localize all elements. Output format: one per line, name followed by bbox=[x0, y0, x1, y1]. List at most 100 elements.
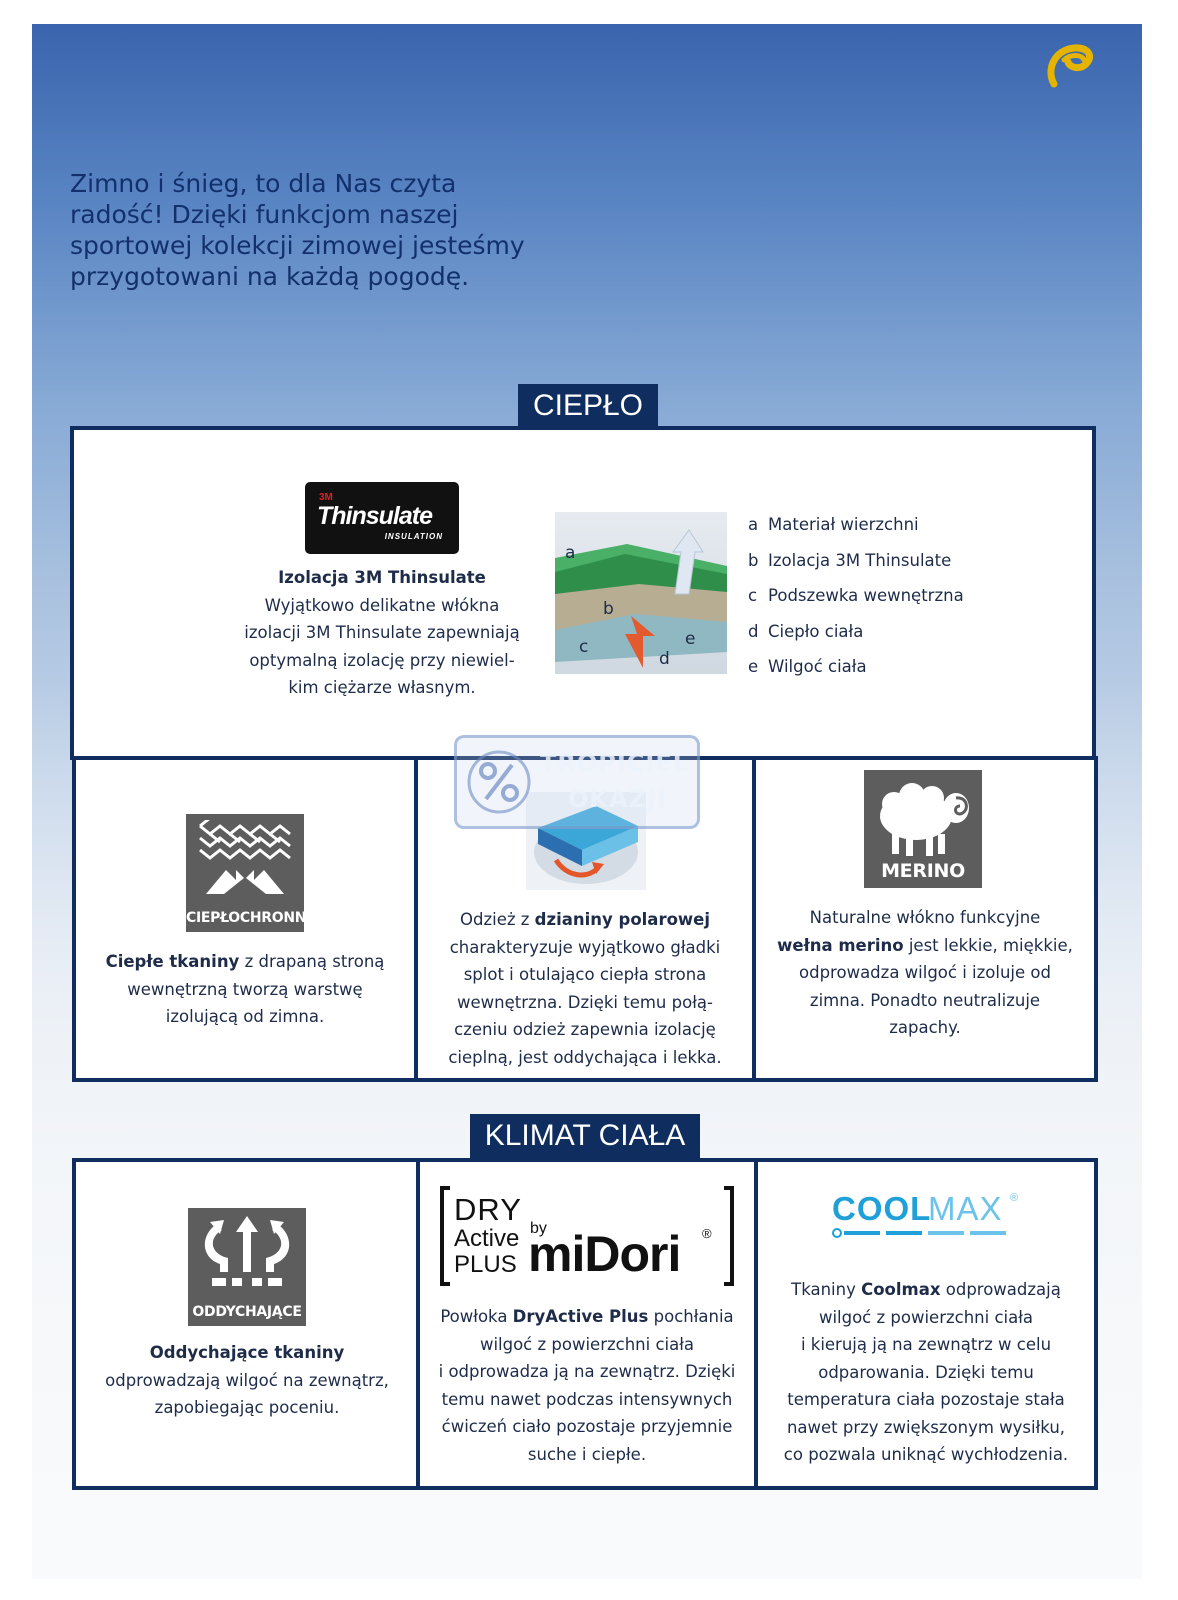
legend-text: Wilgoć ciała bbox=[768, 657, 867, 676]
merino-text: Naturalne włókno funkcyjne wełna merino … bbox=[760, 904, 1090, 1042]
fleece-line: charakteryzuje wyjątkowo gładki bbox=[449, 937, 721, 957]
thinsulate-description: Izolacja 3M Thinsulate Wyjątkowo delikat… bbox=[212, 564, 552, 702]
warm-fabric-badge: CIEPŁOCHRONNE bbox=[186, 814, 316, 932]
badge-label: MERINO bbox=[881, 860, 965, 882]
thinsulate-legend: a Materiał wierzchni b Izolacja 3M Thinsul… bbox=[748, 515, 1048, 693]
dryactive-line: ćwiczeń ciało pozostaje przyjemnie bbox=[441, 1417, 733, 1436]
thinsulate-heading: Izolacja 3M Thinsulate bbox=[278, 568, 486, 587]
logo-plus: PLUS bbox=[454, 1251, 517, 1278]
merino-line: zapachy. bbox=[889, 1018, 961, 1037]
merino-bold: wełna merino bbox=[777, 935, 904, 955]
warm-fabrics-text: Ciepłe tkaniny z drapaną stroną wewnętrz… bbox=[82, 948, 408, 1031]
breathable-text: Oddychające tkaniny odprowadzają wilgoć … bbox=[82, 1339, 412, 1422]
warm-fabrics-line: wewnętrzną tworzą warstwę bbox=[127, 979, 363, 999]
intro-line: Zimno i śnieg, to dla Nas czyta bbox=[70, 169, 457, 198]
thinsulate-panel bbox=[70, 426, 1096, 760]
fleece-text: Odzież z dzianiny polarowej charakteryzu… bbox=[422, 906, 748, 1071]
coolmax-text: Tkaniny Coolmax odprowadzają wilgoć z po… bbox=[762, 1276, 1090, 1469]
breathable-badge: ODDYCHAJĄCE bbox=[188, 1208, 306, 1326]
dryactive-line: temu nawet podczas intensywnych bbox=[441, 1389, 733, 1409]
section-label-warmth: CIEPŁO bbox=[518, 384, 658, 428]
breathable-line: odprowadzają wilgoć na zewnątrz, bbox=[105, 1370, 389, 1390]
merino-line: zimna. Ponadto neutralizuje bbox=[809, 990, 1041, 1010]
fleece-line: splot i otulająco ciepła strona bbox=[463, 965, 707, 984]
thinsulate-layer-diagram: a b c d e bbox=[555, 512, 727, 674]
coolmax-line: temperatura ciała pozostaje stała bbox=[787, 1390, 1065, 1409]
coolmax-line: Tkaniny bbox=[791, 1280, 862, 1299]
coolmax-card bbox=[754, 1158, 1098, 1490]
thinsulate-logo-name: Thinsulate bbox=[317, 502, 433, 530]
thinsulate-text-line: Wyjątkowo delikatne włókna bbox=[264, 595, 500, 615]
dryactive-midori-logo: DRY Active PLUS by miDori ® bbox=[440, 1186, 734, 1290]
legend-key: a bbox=[748, 515, 759, 534]
coolmax-line: wilgoć z powierzchni ciała bbox=[818, 1307, 1034, 1327]
breathable-arrows-icon bbox=[204, 1216, 290, 1286]
merino-line: odprowadza wilgoć i izoluje od bbox=[799, 963, 1051, 982]
diagram-label-a: a bbox=[565, 543, 575, 563]
fleece-line: cieplną, jest oddychająca i lekka. bbox=[448, 1047, 722, 1067]
badge-label: ODDYCHAJĄCE bbox=[192, 1304, 302, 1320]
logo-dry: DRY bbox=[454, 1192, 522, 1227]
merino-line: Naturalne włókno funkcyjne bbox=[809, 908, 1041, 927]
legend-text: Podszewka wewnętrzna bbox=[768, 586, 964, 605]
tchibo-logo-icon bbox=[1047, 44, 1093, 88]
thinsulate-logo-brand: 3M bbox=[319, 492, 333, 503]
logo-registered: ® bbox=[1010, 1192, 1019, 1204]
logo-midori: miDori bbox=[528, 1226, 681, 1282]
sheep-icon bbox=[880, 783, 969, 856]
badge-label: CIEPŁOCHRONNE bbox=[186, 910, 316, 926]
intro-headline: Zimno i śnieg, to dla Nas czyta radość! … bbox=[70, 168, 630, 292]
thinsulate-logo-sub: INSULATION bbox=[384, 532, 443, 541]
breathable-heading: Oddychające tkaniny bbox=[149, 1343, 345, 1362]
intro-line: przygotowani na każdą pogodę. bbox=[70, 262, 470, 291]
dryactive-line: Powłoka bbox=[440, 1307, 513, 1326]
coolmax-logo: COOL MAX ® bbox=[832, 1190, 1032, 1242]
dryactive-text: Powłoka DryActive Plus pochłania wilgoć … bbox=[424, 1303, 750, 1468]
merino-badge: MERINO bbox=[864, 770, 982, 888]
fleece-bold: dzianiny polarowej bbox=[534, 910, 711, 929]
thinsulate-text-line: kim ciężarze własnym. bbox=[288, 678, 476, 697]
legend-key: b bbox=[748, 550, 759, 570]
thinsulate-text-line: optymalną izolację przy niewiel- bbox=[249, 650, 515, 670]
thinsulate-logo: 3M Thinsulate INSULATION bbox=[305, 482, 459, 554]
legend-text: Izolacja 3M Thinsulate bbox=[768, 550, 952, 570]
fleece-line: wewnętrzna. Dzięki temu połą- bbox=[457, 992, 713, 1012]
legend-item: a Materiał wierzchni bbox=[748, 515, 1048, 551]
intro-line: sportowej kolekcji zimowej jesteśmy bbox=[70, 231, 525, 260]
intro-line: radość! Dzięki funkcjom naszej bbox=[70, 200, 459, 229]
legend-item: b Izolacja 3M Thinsulate bbox=[748, 551, 1048, 587]
logo-registered: ® bbox=[702, 1226, 712, 1241]
dryactive-line: suche i ciepłe. bbox=[527, 1444, 647, 1464]
dryactive-bold: DryActive Plus bbox=[512, 1307, 649, 1326]
warm-fabrics-line: izolującą od zimna. bbox=[165, 1007, 325, 1026]
fleece-fabric-illustration bbox=[526, 792, 646, 890]
fleece-line: czeniu odzież zapewnia izolację bbox=[454, 1020, 716, 1039]
coolmax-line: odparowania. Dzięki temu bbox=[818, 1362, 1034, 1382]
diagram-label-e: e bbox=[685, 629, 695, 649]
coolmax-line: co pozwala uniknąć wychłodzenia. bbox=[783, 1445, 1069, 1464]
legend-key: d bbox=[748, 621, 759, 641]
coolmax-line: odprowadzają bbox=[940, 1280, 1061, 1299]
dryactive-line: wilgoć z powierzchni ciała bbox=[479, 1334, 695, 1354]
heat-mesh-icon bbox=[199, 820, 291, 894]
dryactive-line: pochłania bbox=[648, 1307, 734, 1326]
merino-line: jest lekkie, miękkie, bbox=[903, 935, 1073, 955]
fleece-line: Odzież z bbox=[459, 910, 535, 929]
logo-active: Active bbox=[454, 1225, 520, 1252]
legend-text: Materiał wierzchni bbox=[768, 515, 919, 534]
section-label-body-climate: KLIMAT CIAŁA bbox=[470, 1114, 700, 1158]
logo-max: MAX bbox=[928, 1190, 1003, 1227]
coolmax-bold: Coolmax bbox=[861, 1280, 941, 1299]
coolmax-line: nawet przy zwiększonym wysiłku, bbox=[786, 1417, 1066, 1437]
coolmax-line: i kierują ją na zewnątrz w celu bbox=[800, 1335, 1052, 1354]
thinsulate-text-line: izolacji 3M Thinsulate zapewniają bbox=[244, 623, 520, 642]
diagram-label-c: c bbox=[579, 637, 588, 657]
coolmax-stripe-icon bbox=[832, 1228, 1006, 1238]
breathable-line: zapobiegając poceniu. bbox=[154, 1398, 340, 1417]
logo-by: by bbox=[530, 1220, 547, 1237]
logo-cool: COOL bbox=[832, 1190, 932, 1227]
